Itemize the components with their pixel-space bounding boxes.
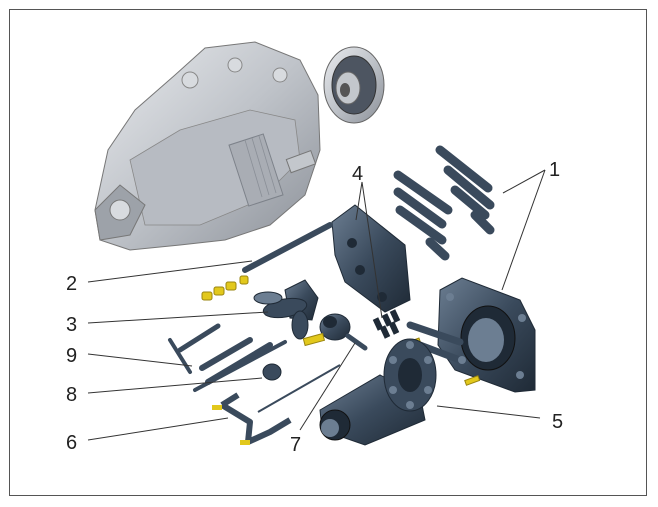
shaft-flange-tool	[319, 338, 437, 446]
adapter-bracket	[406, 277, 536, 393]
bearing-drift	[302, 313, 368, 351]
callout-1: 1	[549, 159, 560, 181]
callout-4: 4	[352, 163, 363, 185]
clutch-disc	[323, 46, 385, 124]
cover-plate	[331, 204, 411, 339]
callout-9: 9	[66, 345, 77, 367]
callout-6: 6	[66, 432, 77, 454]
disc-gauge-tool	[257, 363, 341, 413]
callout-labels: 1 2 3 4 5 6 7 8 9	[66, 159, 563, 456]
guide-pin-set	[393, 145, 495, 261]
callout-5: 5	[552, 411, 563, 433]
u-bracket-tool	[212, 392, 292, 445]
callout-8: 8	[66, 384, 77, 406]
callout-2: 2	[66, 273, 77, 295]
callout-7: 7	[290, 434, 301, 456]
puller-tool	[253, 279, 319, 340]
transmission-housing	[94, 41, 321, 251]
threaded-rod	[201, 222, 333, 301]
leader-lines	[87, 169, 546, 441]
t-handle-tool	[168, 323, 287, 392]
callout-3: 3	[66, 314, 77, 336]
